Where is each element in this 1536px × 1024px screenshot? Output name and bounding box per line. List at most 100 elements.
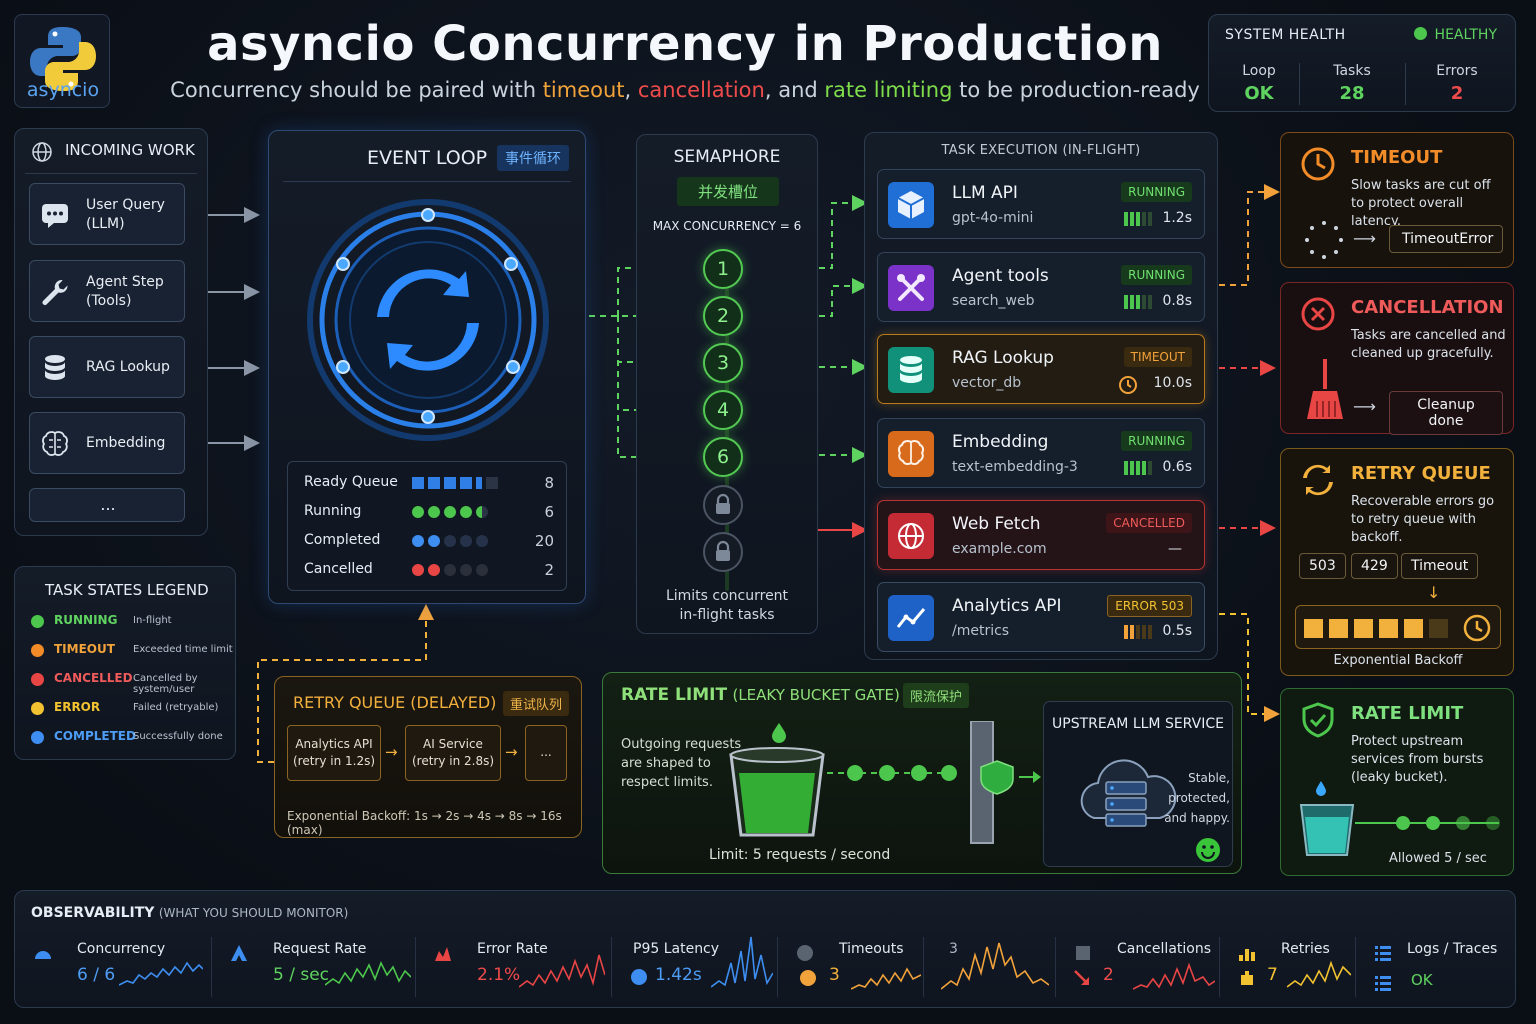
task-card-agent-tools[interactable]: Agent tools search_web RUNNING 0.8s: [877, 252, 1205, 322]
timeout-title: TIMEOUT: [1351, 147, 1443, 168]
rate-limit-allowed: Allowed 5 / sec: [1389, 851, 1487, 866]
status-badge: CANCELLED: [1106, 513, 1192, 533]
queue-label: Running: [304, 503, 362, 519]
retry-queue-delayed-panel: RETRY QUEUE (DELAYED) 重试队列 Analytics API…: [274, 676, 582, 838]
health-metric-value: 28: [1339, 83, 1365, 104]
semaphore-footer: Limits concurrent in-flight tasks: [665, 588, 789, 623]
retry-queue-text: Recoverable errors go to retry queue wit…: [1351, 494, 1495, 545]
legend-dot-icon: [31, 702, 44, 715]
retry-item[interactable]: Analytics API (retry in 1.2s): [287, 725, 381, 781]
task-elapsed: 10.0s: [1153, 375, 1192, 391]
backoff-bar: [1295, 605, 1501, 649]
metric-value: 2: [1103, 965, 1114, 985]
timeout-text: Slow tasks are cut off to protect overal…: [1351, 178, 1491, 229]
task-progress-bars: [1124, 212, 1152, 226]
list-icon: [1375, 976, 1391, 991]
divider: [415, 937, 416, 997]
task-target: search_web: [952, 293, 1035, 309]
rate-limit-text: Protect upstream services from bursts (l…: [1351, 734, 1484, 785]
task-icon-box: [888, 513, 934, 559]
retry-item[interactable]: AI Service (retry in 2.8s): [405, 725, 501, 781]
task-target: example.com: [952, 541, 1047, 557]
queue-fill-indicator: [412, 535, 488, 547]
arrow-down-icon: ↓: [1427, 583, 1441, 602]
legend-dot-icon: [31, 615, 44, 628]
rate-gate-title-sub: (LEAKY BUCKET GATE): [732, 686, 900, 704]
system-health-panel: SYSTEM HEALTH HEALTHY Loop OK Tasks 28 E…: [1208, 14, 1516, 112]
legend-state-desc: In-flight: [133, 615, 172, 626]
legend-state-desc: Successfully done: [133, 731, 223, 742]
cube-icon: [897, 191, 925, 219]
lock-icon: [716, 493, 730, 514]
task-card-web-fetch[interactable]: Web Fetch example.com CANCELLED —: [877, 500, 1205, 570]
metric-retries: Retries 7: [1219, 933, 1355, 999]
sparkline: [941, 942, 1049, 990]
gauge-icon: [35, 951, 51, 959]
queue-row-cancelled: Cancelled 2: [304, 559, 554, 581]
metric-value: OK: [1411, 971, 1433, 989]
incoming-item-user-query[interactable]: User Query (LLM): [29, 183, 185, 245]
task-progress-bars: [1124, 461, 1152, 475]
retry-item-more[interactable]: ...: [525, 725, 567, 781]
task-icon-box: [888, 595, 934, 641]
queue-row-ready: Ready Queue 8: [304, 472, 554, 494]
task-card-llm-api[interactable]: LLM API gpt-4o-mini RUNNING 1.2s: [877, 169, 1205, 239]
semaphore-slot: 2: [703, 296, 743, 336]
task-card-rag-lookup[interactable]: RAG Lookup vector_db TIMEOUT 10.0s: [877, 334, 1205, 404]
sparkline: [1133, 962, 1215, 990]
logo-text: asyncio: [26, 79, 100, 101]
metric-name: Timeouts: [839, 941, 904, 957]
upstream-service-box: UPSTREAM LLM SERVICE Stable, protected, …: [1043, 701, 1233, 867]
subtitle-text: Concurrency should be paired with: [170, 78, 543, 102]
cancellation-card: CANCELLATION Tasks are cancelled and cle…: [1280, 282, 1514, 435]
cancellation-result: Cleanup done: [1389, 391, 1503, 435]
incoming-item-rag-lookup[interactable]: RAG Lookup: [29, 336, 185, 398]
subtitle-text: ,: [624, 78, 638, 102]
system-health-status: HEALTHY: [1413, 27, 1497, 43]
semaphore-panel: SEMAPHORE 并发槽位 MAX CONCURRENCY = 6 1 2 3…: [636, 134, 818, 634]
incoming-item-more[interactable]: ...: [29, 488, 185, 522]
subtitle-keyword-rate-limiting: rate limiting: [824, 78, 953, 102]
rate-gate-title: RATE LIMIT (LEAKY BUCKET GATE): [621, 685, 900, 705]
sparkline: [519, 954, 605, 988]
leaky-bucket-gate-icon: [729, 721, 1041, 844]
sparkline: [1287, 960, 1351, 988]
metric-timeouts-trend: 3: [923, 933, 1055, 999]
system-health-title: SYSTEM HEALTH: [1225, 27, 1346, 43]
stop-square-icon: [1076, 946, 1090, 960]
queue-stats: Ready Queue 8 Running 6 Completed 20 Can…: [287, 461, 567, 591]
task-target: vector_db: [952, 375, 1022, 391]
task-name: Agent tools: [952, 266, 1049, 286]
rate-limit-card: RATE LIMIT Protect upstream services fro…: [1280, 688, 1514, 876]
incoming-item-agent-step[interactable]: Agent Step (Tools): [29, 260, 185, 322]
status-badge: RUNNING: [1121, 265, 1192, 285]
incoming-item-embedding[interactable]: Embedding: [29, 412, 185, 474]
metric-logs-traces: Logs / Traces OK: [1355, 933, 1515, 999]
arrow-right-icon: ⟶: [1353, 397, 1376, 416]
legend-dot-icon: [31, 644, 44, 657]
task-card-embedding[interactable]: Embedding text-embedding-3 RUNNING 0.6s: [877, 418, 1205, 488]
divider: [211, 937, 212, 997]
metric-error-rate: Error Rate 2.1%: [415, 933, 611, 999]
globe-icon: [898, 523, 924, 549]
semaphore-slot: 4: [703, 390, 743, 430]
semaphore-slot-locked: [703, 532, 743, 572]
wrench-icon: [42, 279, 68, 305]
semaphore-title-cn: 并发槽位: [677, 177, 779, 206]
legend-state-desc: Failed (retryable): [133, 702, 219, 713]
metric-value: 1.42s: [655, 965, 702, 985]
task-card-analytics-api[interactable]: Analytics API /metrics ERROR 503 0.5s: [877, 582, 1205, 652]
bar-chart-icon: [1239, 949, 1255, 961]
event-loop-title-cn: 事件循环: [497, 145, 569, 171]
metric-timeouts: Timeouts 3: [777, 933, 923, 999]
shield-check-icon: [1302, 702, 1334, 738]
refresh-icon: [377, 269, 479, 371]
metric-name: Retries: [1281, 941, 1330, 957]
queue-row-running: Running 6: [304, 501, 554, 523]
cloud-server-icon: [1080, 759, 1177, 827]
health-metric-value: OK: [1244, 83, 1274, 104]
queue-value: 20: [534, 532, 554, 550]
timeout-result: TimeoutError: [1389, 225, 1503, 253]
